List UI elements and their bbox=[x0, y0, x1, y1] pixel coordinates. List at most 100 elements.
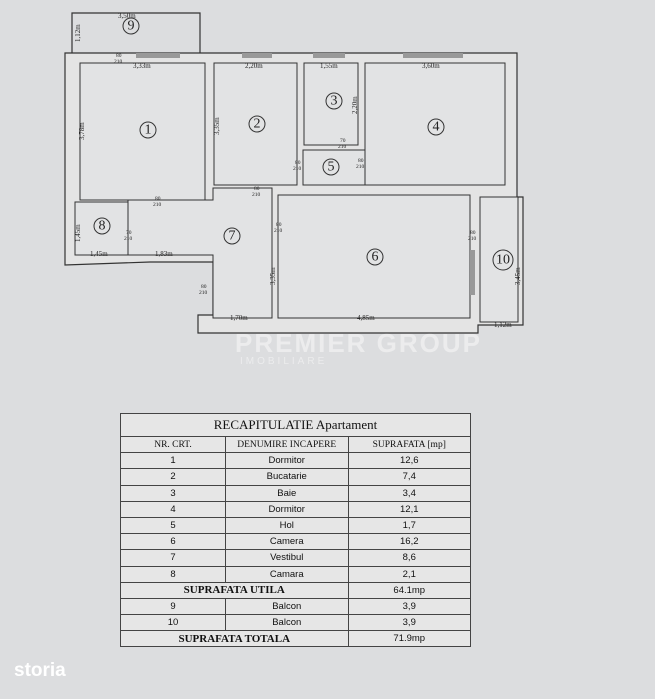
dim-label: 1,70m bbox=[230, 314, 248, 322]
total-area-label: SUPRAFATA TOTALA bbox=[120, 630, 349, 648]
door-width: 80 bbox=[116, 53, 122, 59]
door-width: 80 bbox=[276, 222, 282, 228]
column-header: DENUMIRE INCAPERE bbox=[225, 435, 349, 454]
door-width: 70 bbox=[340, 138, 346, 144]
cell: 3,4 bbox=[347, 484, 471, 502]
cell: Bucatarie bbox=[225, 468, 349, 486]
cell: Dormitor bbox=[225, 452, 349, 470]
cell: 10 bbox=[120, 614, 226, 632]
cell: 1,7 bbox=[347, 516, 471, 535]
cell: Hol bbox=[225, 516, 349, 535]
door-height: 210 bbox=[124, 236, 133, 242]
cell: 3 bbox=[120, 484, 226, 502]
total-area-value: 71.9mp bbox=[347, 630, 471, 648]
dim-label: 1,45m bbox=[74, 224, 82, 242]
room-2 bbox=[213, 62, 298, 186]
dimension-labels: 3,50m 1,12m 3,33m 3,78m 2,20m 3,35m 1,55… bbox=[74, 12, 522, 329]
window bbox=[136, 53, 180, 58]
cell: 5 bbox=[120, 516, 226, 535]
dim-label: 3,45m bbox=[514, 267, 522, 285]
cell: 1 bbox=[120, 452, 226, 470]
window bbox=[313, 53, 345, 58]
usable-area-value: 64.1mp bbox=[347, 581, 471, 599]
watermark-sub: IMOBILIARE bbox=[240, 356, 328, 367]
usable-area-label: SUPRAFATA UTILA bbox=[120, 581, 349, 599]
dim-label: 1,45m bbox=[90, 250, 108, 258]
room-5-hall bbox=[302, 149, 366, 186]
cell: 8,6 bbox=[347, 549, 471, 567]
cell: Balcon bbox=[225, 614, 349, 632]
dim-label: 4,85m bbox=[357, 314, 375, 322]
room-number: 6 bbox=[372, 250, 379, 265]
room-1 bbox=[79, 62, 206, 201]
door-width: 70 bbox=[126, 230, 132, 236]
window bbox=[242, 53, 272, 58]
table-title: RECAPITULATIE Apartament bbox=[120, 413, 471, 437]
cell: Vestibul bbox=[225, 549, 349, 567]
room-7 bbox=[127, 187, 273, 319]
cell: 7,4 bbox=[347, 468, 471, 486]
dim-label: 3,50m bbox=[118, 12, 136, 20]
room-6 bbox=[277, 194, 471, 319]
door-width: 80 bbox=[201, 284, 207, 290]
column-header: SUPRAFATA [mp] bbox=[347, 435, 471, 454]
door-labels: 80 210 80 210 80 210 80 210 70 210 80 2 1… bbox=[114, 53, 477, 296]
cell: Baie bbox=[225, 484, 349, 502]
door-height: 210 bbox=[153, 202, 162, 208]
dim-label: 3,33m bbox=[133, 62, 151, 70]
cell: Dormitor bbox=[225, 500, 349, 518]
cell: Balcon bbox=[225, 597, 349, 616]
dim-label: 1,55m bbox=[320, 62, 338, 70]
storia-logo: storia bbox=[14, 660, 66, 681]
window bbox=[403, 53, 463, 58]
dim-label: 1,83m bbox=[155, 250, 173, 258]
room-labels: 1 2 3 4 5 6 7 8 9 10 bbox=[93, 17, 514, 271]
cell: 3,9 bbox=[347, 597, 471, 616]
cell: Camera bbox=[225, 533, 349, 551]
cell: 12,1 bbox=[347, 500, 471, 518]
area-summary-table: RECAPITULATIE Apartament NR. CRT. DENUMI… bbox=[120, 413, 471, 648]
room-number: 2 bbox=[254, 117, 261, 132]
dim-label: 2,20m bbox=[351, 96, 359, 114]
dim-label: 3,78m bbox=[78, 122, 86, 140]
dim-label: 3,35m bbox=[213, 117, 221, 135]
cell: 12,6 bbox=[347, 452, 471, 470]
room-3 bbox=[303, 62, 359, 146]
cell: Camara bbox=[225, 565, 349, 583]
cell: 4 bbox=[120, 500, 226, 518]
door-width: 80 bbox=[155, 196, 161, 202]
window bbox=[470, 250, 475, 295]
cell: 2,1 bbox=[347, 565, 471, 583]
room-number: 7 bbox=[229, 229, 236, 244]
balcony-9-outline bbox=[71, 12, 201, 53]
cell: 9 bbox=[120, 597, 226, 616]
watermark: PREMIER GROUP bbox=[235, 328, 483, 358]
dim-label: 3,60m bbox=[422, 62, 440, 70]
door-height: 210 bbox=[252, 192, 261, 198]
room-number: 5 bbox=[328, 160, 335, 175]
room-number: 10 bbox=[496, 253, 510, 268]
cell: 7 bbox=[120, 549, 226, 567]
door-width: 80 bbox=[254, 186, 260, 192]
column-header: NR. CRT. bbox=[120, 435, 226, 454]
room-number: 3 bbox=[331, 94, 338, 109]
door-height: 210 bbox=[293, 166, 302, 172]
cell: 6 bbox=[120, 533, 226, 551]
room-number: 4 bbox=[433, 120, 440, 135]
dim-label: 3,35m bbox=[269, 267, 277, 285]
door-width: 80 bbox=[470, 230, 476, 236]
cell: 3,9 bbox=[347, 614, 471, 632]
door-height: 210 bbox=[468, 236, 477, 242]
cell: 16,2 bbox=[347, 533, 471, 551]
room-4 bbox=[364, 62, 506, 186]
